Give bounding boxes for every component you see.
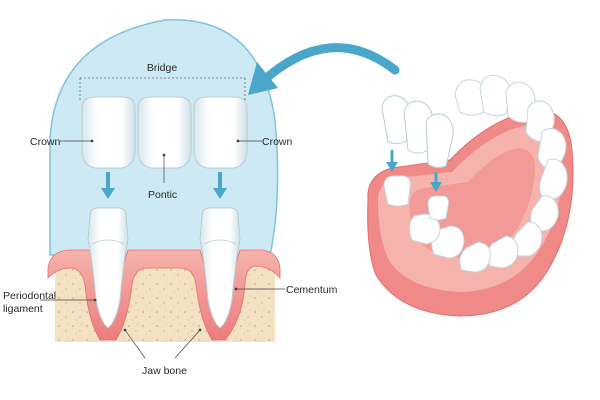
pontic-dot: [162, 153, 166, 157]
bridge-bracket: [79, 77, 246, 100]
down-arrows: [101, 172, 227, 199]
jaw-model-teeth: [408, 74, 568, 273]
curved-arrow-head: [248, 62, 278, 95]
jaw-bone-label: Jaw bone: [142, 365, 187, 377]
jaw-model: [367, 74, 574, 317]
bridge-crowns: [81, 96, 248, 169]
jaw-model-abutments: [383, 175, 449, 221]
periodontal-dot: [93, 298, 97, 302]
cementum-label: Cementum: [286, 284, 338, 296]
jaw-bone-leaders: [123, 328, 202, 359]
crown-left-dot: [90, 139, 94, 143]
periodontal-label-line1: Periodontal: [3, 290, 56, 302]
crown-right: [193, 96, 248, 169]
crown-left: [81, 96, 136, 169]
crown-right-label: Crown: [262, 136, 293, 148]
curved-arrow: [257, 43, 400, 87]
jaw-model-arrows: [386, 150, 442, 192]
crown-right-dot: [236, 139, 240, 143]
crown-pontic: [137, 96, 192, 169]
bridge-label: Bridge: [147, 62, 178, 74]
abutment-tooth-right: [199, 207, 241, 329]
jaw-model-bridge: [381, 95, 454, 169]
pontic-label: Pontic: [148, 189, 177, 201]
crown-left-label: Crown: [30, 136, 61, 148]
cementum-dot: [234, 287, 238, 291]
periodontal-label-line2: ligament: [3, 303, 43, 315]
